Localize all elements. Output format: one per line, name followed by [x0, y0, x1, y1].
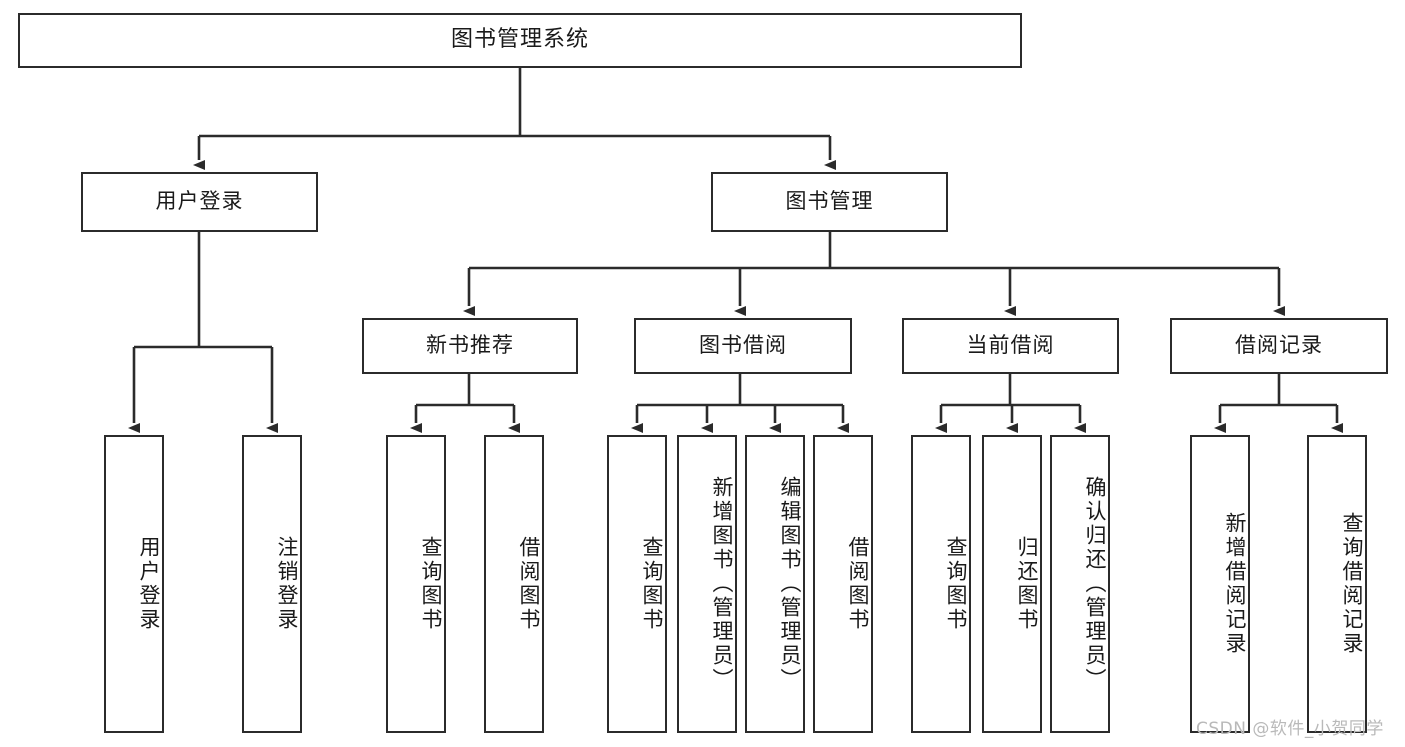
node-leaf-add-record[interactable]: 新增借阅记录 [1190, 435, 1250, 733]
node-leaf-query-record[interactable]: 查询借阅记录 [1307, 435, 1367, 733]
node-leaf-edit-book[interactable]: 编辑图书（管理员） [745, 435, 805, 733]
node-leaf-add-book-label: 新增图书（管理员） [710, 476, 734, 692]
node-leaf-borrow-book-label: 借阅图书 [846, 536, 870, 632]
node-user-login[interactable]: 用户登录 [81, 172, 318, 232]
node-root-label: 图书管理系统 [450, 27, 589, 53]
node-leaf-user-login-label: 用户登录 [137, 536, 161, 632]
node-leaf-return-book-label: 归还图书 [1015, 536, 1039, 632]
node-new-book-recommend-label: 新书推荐 [426, 333, 514, 358]
node-leaf-add-record-label: 新增借阅记录 [1223, 512, 1247, 656]
node-leaf-return-book[interactable]: 归还图书 [982, 435, 1042, 733]
node-current-borrow-label: 当前借阅 [966, 333, 1055, 358]
node-leaf-query-book-rec-label: 查询图书 [419, 536, 443, 632]
node-current-borrow[interactable]: 当前借阅 [902, 318, 1119, 374]
node-leaf-confirm-return[interactable]: 确认归还（管理员） [1050, 435, 1110, 733]
node-book-manage[interactable]: 图书管理 [711, 172, 948, 232]
node-leaf-edit-book-label: 编辑图书（管理员） [778, 476, 802, 692]
node-leaf-borrow-book-rec[interactable]: 借阅图书 [484, 435, 544, 733]
node-leaf-query-record-label: 查询借阅记录 [1340, 512, 1364, 656]
node-leaf-borrow-book-rec-label: 借阅图书 [517, 536, 541, 632]
node-leaf-query-book-cur[interactable]: 查询图书 [911, 435, 971, 733]
node-leaf-confirm-return-label: 确认归还（管理员） [1083, 476, 1107, 692]
node-leaf-query-book-cur-label: 查询图书 [944, 536, 968, 632]
node-leaf-user-logout-label: 注销登录 [275, 536, 299, 632]
node-borrow-record-label: 借阅记录 [1235, 333, 1323, 358]
node-leaf-query-book-label: 查询图书 [640, 536, 664, 632]
node-book-manage-label: 图书管理 [785, 189, 874, 214]
node-book-borrow-label: 图书借阅 [699, 333, 787, 358]
node-user-login-label: 用户登录 [155, 189, 244, 214]
node-leaf-add-book[interactable]: 新增图书（管理员） [677, 435, 737, 733]
watermark: CSDN @软件_小贺同学 [1196, 719, 1384, 739]
node-leaf-user-logout[interactable]: 注销登录 [242, 435, 302, 733]
node-leaf-user-login[interactable]: 用户登录 [104, 435, 164, 733]
node-leaf-query-book-rec[interactable]: 查询图书 [386, 435, 446, 733]
node-new-book-recommend[interactable]: 新书推荐 [362, 318, 578, 374]
node-borrow-record[interactable]: 借阅记录 [1170, 318, 1388, 374]
node-leaf-borrow-book[interactable]: 借阅图书 [813, 435, 873, 733]
node-root[interactable]: 图书管理系统 [18, 13, 1022, 68]
node-leaf-query-book[interactable]: 查询图书 [607, 435, 667, 733]
node-book-borrow[interactable]: 图书借阅 [634, 318, 852, 374]
